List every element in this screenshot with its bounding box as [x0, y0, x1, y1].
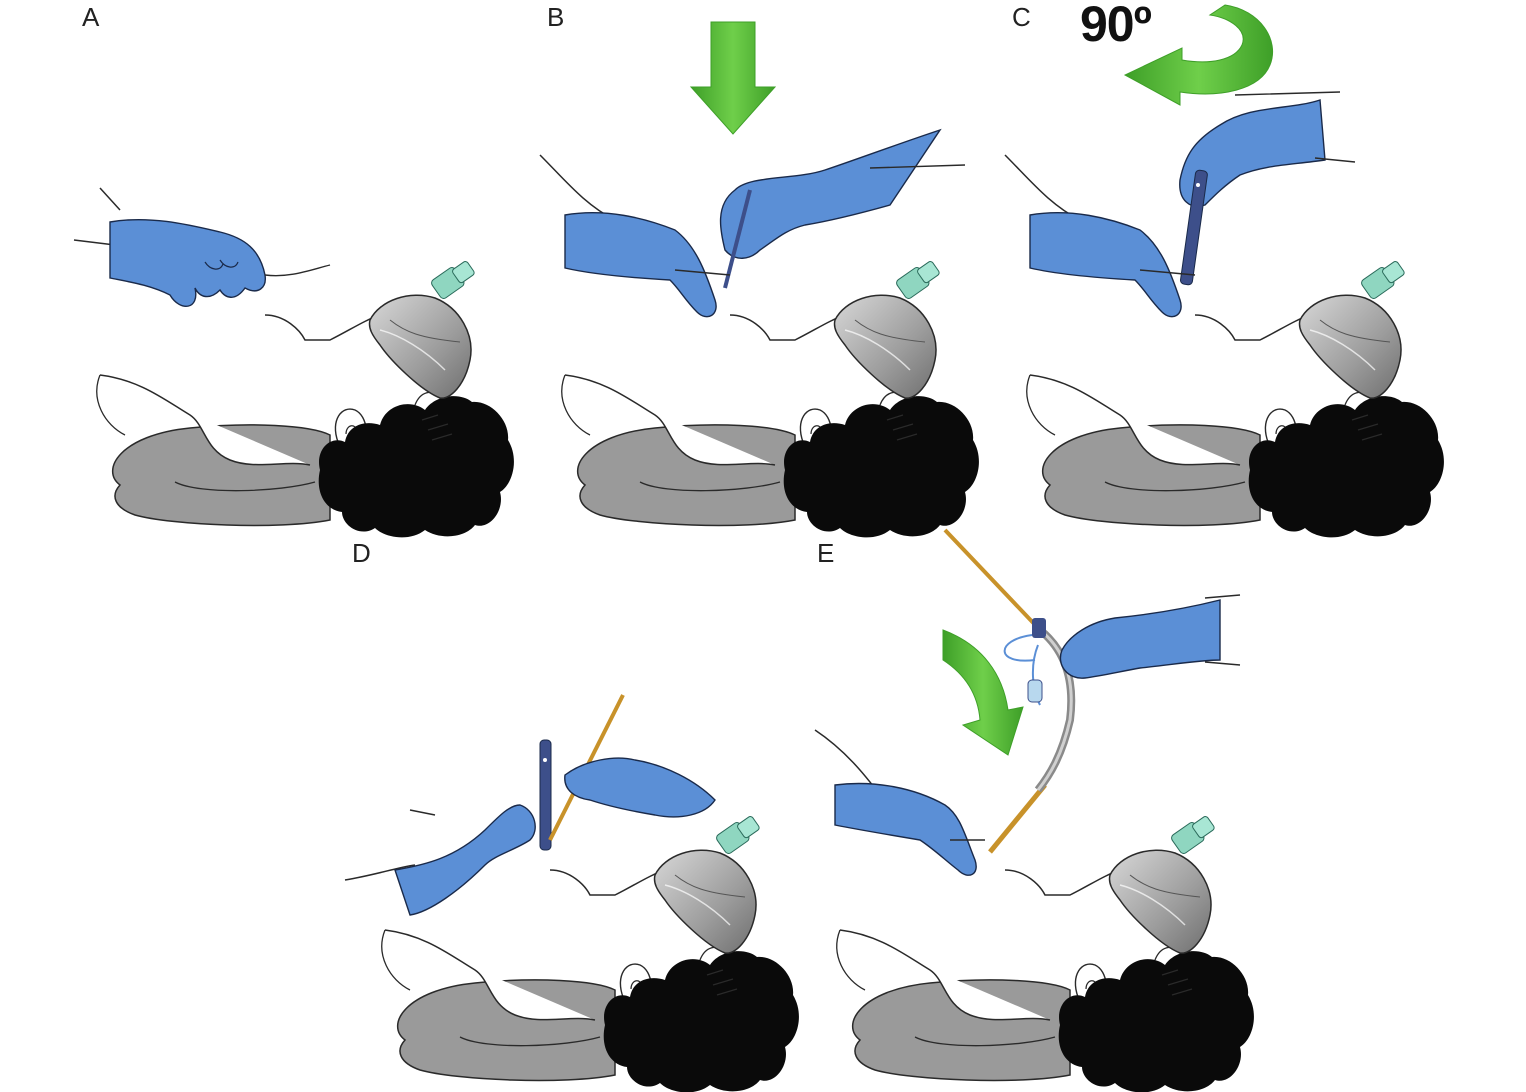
panel-d-illustration: [344, 694, 800, 1092]
panel-e-illustration: [814, 528, 1255, 1092]
panel-e: E: [800, 528, 1260, 1092]
glove-hand-right: [564, 757, 716, 818]
rotation-angle-label: 90º: [1080, 0, 1152, 52]
panel-c: 90º C: [990, 0, 1450, 539]
scalpel-handle: [539, 739, 552, 851]
green-rotate-arrow-icon: [1123, 4, 1274, 106]
glove-hand-right: [1059, 599, 1221, 679]
glove-hand-left: [1029, 212, 1182, 318]
panel-b: B: [525, 2, 985, 539]
panel-label-b: B: [547, 2, 565, 32]
panel-label-d: D: [352, 538, 371, 568]
green-down-arrow-icon: [689, 21, 777, 135]
panel-c-illustration: [1004, 91, 1445, 539]
glove-hand-left: [834, 782, 977, 876]
panel-label-c: C: [1012, 2, 1031, 32]
glove-hand-right: [719, 128, 942, 259]
panel-b-illustration: [539, 128, 980, 539]
glove-hand-left: [564, 212, 717, 318]
panel-a-illustration: [73, 187, 515, 539]
bougie: [943, 528, 1042, 632]
glove-hand-right: [1179, 99, 1326, 207]
green-curved-arrow-icon: [942, 629, 1024, 756]
panel-d: D: [335, 538, 800, 1092]
panel-label-e: E: [817, 538, 835, 568]
panel-label-a: A: [82, 2, 100, 32]
glove-hand-left: [394, 804, 536, 916]
glove-hand: [109, 218, 266, 307]
panel-a: A: [60, 2, 520, 539]
scalpel-handle: [1180, 169, 1208, 286]
scalpel: [723, 189, 752, 289]
